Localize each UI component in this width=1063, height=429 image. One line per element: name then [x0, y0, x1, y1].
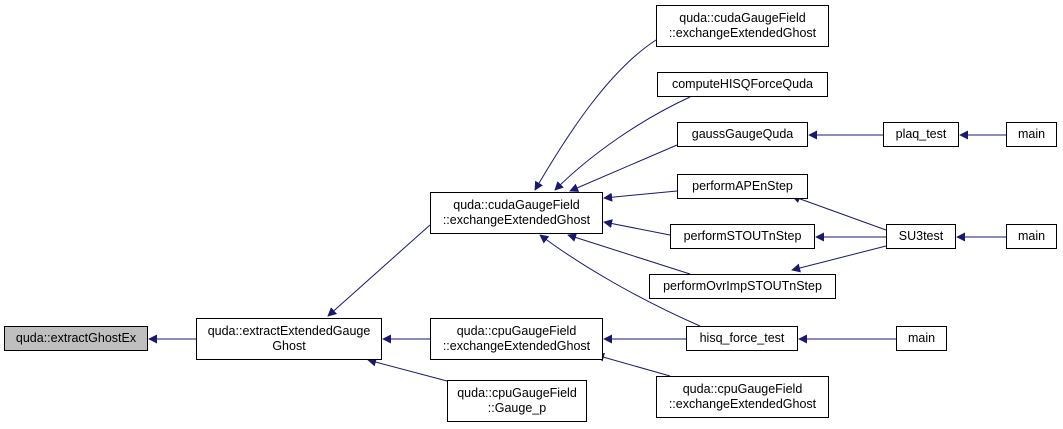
node-gauss-gauge-quda[interactable]: gaussGaugeQuda [677, 122, 808, 147]
node-main-su3[interactable]: main [1006, 224, 1057, 249]
node-label: computeHISQForceQuda [671, 77, 814, 91]
node-cpu-exchange-extended-ghost-right[interactable]: quda::cpuGaugeField ::exchangeExtendedGh… [656, 376, 829, 418]
node-main-hisq[interactable]: main [896, 326, 947, 351]
node-cpu-gauge-p[interactable]: quda::cpuGaugeField ::Gauge_p [447, 380, 587, 422]
node-perform-ape-n-step[interactable]: performAPEnStep [677, 174, 808, 199]
edge-compute-hisq-to-cuda-mid [554, 96, 691, 191]
node-cuda-exchange-extended-ghost-top[interactable]: quda::cudaGaugeField ::exchangeExtendedG… [656, 5, 829, 47]
node-label: quda::cudaGaugeField [453, 198, 580, 212]
node-main-plaq[interactable]: main [1006, 122, 1057, 147]
node-perform-ovr-imp-stout-n-step[interactable]: performOvrImpSTOUTnStep [649, 274, 836, 299]
edge-cpu-right-to-cpu-mid [595, 352, 671, 377]
edge-gauss-to-cuda-mid [569, 144, 678, 192]
node-label: ::Gauge_p [487, 401, 547, 415]
node-compute-hisq-force-quda[interactable]: computeHISQForceQuda [657, 72, 828, 97]
node-hisq-force-test[interactable]: hisq_force_test [686, 326, 798, 351]
node-extract-extended-gauge-ghost[interactable]: quda::extractExtendedGauge Ghost [196, 318, 382, 360]
edge-hisq-to-cuda-mid [539, 234, 701, 327]
node-label: performOvrImpSTOUTnStep [663, 279, 822, 293]
node-label: quda::extractGhostEx [15, 331, 137, 345]
node-label: performSTOUTnStep [683, 229, 802, 243]
edge-cuda-mid-to-extract [327, 224, 431, 317]
node-label: quda::cpuGaugeField [682, 382, 803, 396]
node-label: main [1017, 127, 1046, 141]
node-cpu-exchange-extended-ghost-mid[interactable]: quda::cpuGaugeField ::exchangeExtendedGh… [430, 318, 603, 360]
edge-su3-to-ovr [791, 245, 887, 273]
edge-gauge-p-to-extract [367, 357, 448, 382]
edge-ape-to-cuda-mid [603, 190, 678, 202]
node-label: ::exchangeExtendedGhost [442, 339, 591, 353]
node-plaq-test[interactable]: plaq_test [883, 122, 959, 147]
edge-su3-to-ape [791, 194, 887, 231]
node-label: ::exchangeExtendedGhost [668, 26, 817, 40]
node-label: Ghost [272, 339, 306, 353]
node-label: main [907, 331, 936, 345]
node-cuda-exchange-extended-ghost-mid[interactable]: quda::cudaGaugeField ::exchangeExtendedG… [430, 192, 603, 234]
edge-cuda-top-to-cuda-mid [534, 39, 657, 191]
node-label: SU3test [898, 229, 944, 243]
node-perform-stout-n-step[interactable]: performSTOUTnStep [670, 224, 815, 249]
node-su3test[interactable]: SU3test [886, 224, 956, 249]
node-label: ::exchangeExtendedGhost [442, 213, 591, 227]
node-label: performAPEnStep [692, 179, 793, 193]
node-label: quda::cpuGaugeField [457, 386, 577, 400]
edge-ovr-to-cuda-mid [567, 233, 691, 275]
node-label: quda::extractExtendedGauge [207, 324, 371, 338]
node-label: quda::cudaGaugeField [679, 11, 806, 25]
node-label: plaq_test [895, 127, 947, 141]
node-extract-ghost-ex: quda::extractGhostEx [4, 326, 148, 351]
node-label: hisq_force_test [699, 331, 785, 345]
node-label: main [1017, 229, 1046, 243]
edge-stout-to-cuda-mid [603, 219, 671, 236]
node-label: gaussGaugeQuda [691, 127, 794, 141]
node-label: ::exchangeExtendedGhost [668, 397, 817, 411]
node-label: quda::cpuGaugeField [456, 324, 577, 338]
